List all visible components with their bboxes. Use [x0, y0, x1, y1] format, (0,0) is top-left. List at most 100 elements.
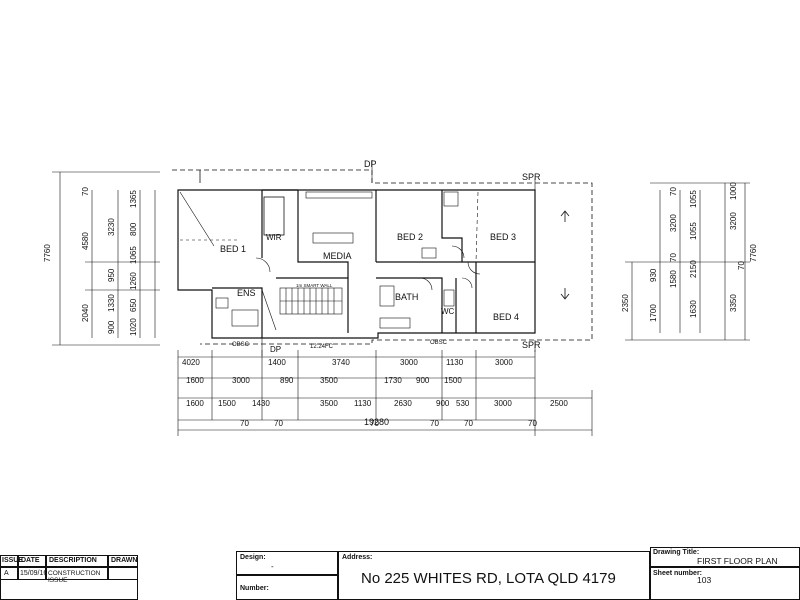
sheet-number-value: 103: [697, 575, 712, 585]
design-value: -: [271, 562, 274, 571]
dimension-label: 1000: [729, 182, 738, 200]
dimension-label: 3000: [494, 399, 512, 408]
dimension-label: 900: [107, 320, 116, 334]
dimension-label: 70: [430, 419, 439, 428]
drawing-title-label: Drawing Title:: [653, 549, 700, 556]
number-label: Number:: [240, 585, 269, 592]
drawing-title-value: FIRST FLOOR PLAN: [697, 556, 778, 566]
dimension-label: 1130: [446, 358, 464, 367]
room-label-wir: WIR: [266, 233, 282, 242]
design-cell: Design: -: [236, 551, 338, 575]
dimension-label: 3200: [729, 212, 738, 230]
ensuite-vanity: [231, 309, 259, 327]
dimension-label: 1365: [129, 190, 138, 208]
date-value: 15/09/16: [20, 570, 48, 577]
dimension-label: 70: [240, 419, 249, 428]
dimension-label: 3230: [107, 218, 116, 236]
obsc-label: OBSC: [430, 340, 448, 346]
date-header: DATE: [21, 557, 40, 564]
room-label-media: MEDIA: [323, 251, 352, 261]
dimension-label: 1065: [129, 246, 138, 264]
dimension-label: 2630: [394, 399, 412, 408]
dimension-label: 950: [107, 268, 116, 282]
room-label-bath: BATH: [395, 292, 418, 302]
issue-value: A: [4, 570, 9, 577]
room-label-wc: WC: [441, 307, 455, 316]
dimension-label: 1600: [186, 376, 204, 385]
dimension-label: 1055: [689, 190, 698, 208]
dp-marker-top: DP: [364, 159, 377, 169]
dimension-label: 3000: [232, 376, 250, 385]
room-label-bed1: BED 1: [220, 244, 246, 254]
dimension-label: 70: [669, 187, 678, 196]
dimension-label: 70: [81, 187, 90, 196]
wardrobe-unit: [263, 196, 285, 236]
dimension-label: 1260: [129, 272, 138, 290]
dimension-label: 2350: [621, 294, 630, 312]
obsc-label: OBSC: [232, 342, 250, 348]
drawn-header-cell: DRAWN: [108, 555, 138, 567]
dimension-label: 650: [129, 298, 138, 312]
title-block: ISSUE DATE DESCRIPTION DRAWN A 15/09/16 …: [0, 547, 800, 600]
dimension-label: 70: [370, 419, 379, 428]
date-header-cell: DATE: [18, 555, 46, 567]
floor-plan-drawing: DP SPR DP SPR OBSC OBSC BED 1 WIR MEDIA …: [43, 159, 758, 436]
dimension-label: 1630: [689, 300, 698, 318]
address-cell: Address: No 225 WHITES RD, LOTA QLD 4179: [338, 551, 650, 600]
dimension-label: 70: [274, 419, 283, 428]
bath-tub: [379, 285, 395, 307]
dimension-label: 1430: [252, 399, 270, 408]
address-label: Address:: [342, 554, 373, 561]
issue-header: ISSUE: [2, 557, 24, 564]
dimension-label: 7760: [43, 244, 52, 262]
number-cell: Number:: [236, 575, 338, 600]
void-note: 12.24FC: [310, 344, 334, 350]
dimension-label: 3740: [332, 358, 350, 367]
door-swings: [255, 245, 481, 291]
dimension-label: 1500: [218, 399, 236, 408]
dimension-label: 800: [129, 222, 138, 236]
overall-width-dimension: 19280: [364, 417, 389, 427]
room-label-ensuite: ENS: [237, 288, 256, 298]
building-outline: [177, 189, 536, 339]
dimension-label: 4020: [182, 358, 200, 367]
room-label-bed4: BED 4: [493, 312, 519, 322]
dimension-label: 1580: [669, 270, 678, 288]
dimension-label: 2500: [550, 399, 568, 408]
dimension-lines: [52, 171, 750, 436]
dimension-label: 70: [464, 419, 473, 428]
spr-marker-top: SPR: [522, 172, 541, 182]
dimension-label: 900: [416, 376, 430, 385]
dimension-label: 930: [649, 268, 658, 282]
dimension-label: 3000: [400, 358, 418, 367]
room-label-bed3: BED 3: [490, 232, 516, 242]
dimension-label: 7760: [749, 244, 758, 262]
description-header: DESCRIPTION: [49, 557, 97, 564]
description-value: CONSTRUCTION ISSUE: [48, 570, 101, 584]
sheet-number-label: Sheet number:: [653, 570, 703, 577]
dimension-label: 2040: [81, 304, 90, 322]
media-joinery: [312, 232, 354, 244]
stair-note: 1m SMART WALL: [296, 283, 333, 288]
room-label-bed2: BED 2: [397, 232, 423, 242]
dimension-label: 1400: [268, 358, 286, 367]
dimension-label: 4580: [81, 232, 90, 250]
dp-marker-bottom: DP: [270, 345, 281, 354]
dimension-label: 1500: [444, 376, 462, 385]
dimension-label: 1020: [129, 318, 138, 336]
drawing-title-cell: Drawing Title: FIRST FLOOR PLAN: [650, 547, 800, 567]
dimension-label: 1130: [354, 399, 372, 408]
sheet-number-cell: Sheet number: 103: [650, 567, 800, 600]
dimension-label: 70: [669, 253, 678, 262]
dimension-label: 890: [280, 376, 294, 385]
dimension-label: 1055: [689, 222, 698, 240]
drawn-header: DRAWN: [111, 557, 138, 564]
dimension-label: 70: [528, 419, 537, 428]
issue-header-cell: ISSUE: [0, 555, 23, 567]
dimension-label: 3200: [669, 214, 678, 232]
dimension-label: 70: [737, 261, 746, 270]
dimension-label: 2150: [689, 260, 698, 278]
dimension-label: 3350: [729, 294, 738, 312]
dimension-label: 1600: [186, 399, 204, 408]
dimension-label: 3000: [495, 358, 513, 367]
